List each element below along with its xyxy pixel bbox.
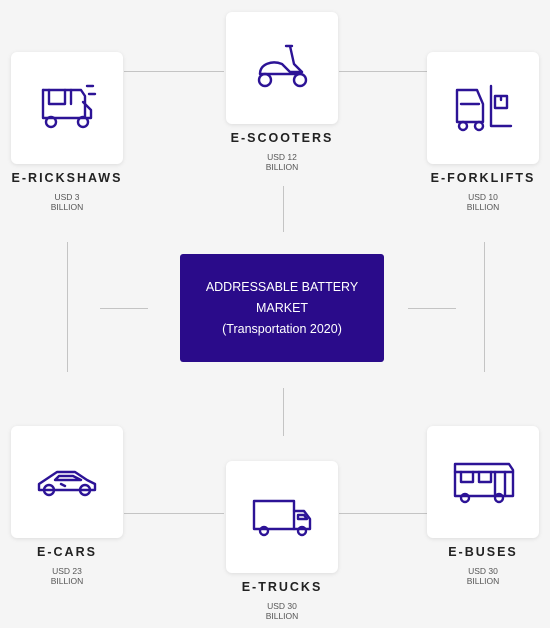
forklifts-value: USD 10 BILLION [466,192,500,212]
car-icon [37,470,97,497]
connector-line [283,388,284,436]
buses-name: E-BUSES [448,545,518,559]
scooters-card [226,12,338,124]
center-title-line1: ADDRESSABLE BATTERY [205,279,359,294]
connector-line [124,71,224,72]
forklifts-card [427,52,539,164]
connector-line [100,308,148,309]
connector-line [124,513,224,514]
connector-line [67,242,68,372]
scooters-name: E-SCOOTERS [230,131,334,145]
center-title-line3: (Transportation 2020) [222,321,342,336]
connector-line [408,308,456,309]
rickshaws-name: E-RICKSHAWS [11,171,123,185]
addressable-market-box: ADDRESSABLE BATTERY MARKET (Transportati… [180,254,384,362]
bus-icon [453,462,515,504]
trucks-name: E-TRUCKS [241,580,323,594]
trucks-value: USD 30 BILLION [265,601,299,621]
center-title-line2: MARKET [255,300,309,315]
connector-line [283,186,284,232]
buses-card [427,426,539,538]
connector-line [339,71,427,72]
connector-line [339,513,427,514]
buses-value: USD 30 BILLION [466,566,500,586]
forklifts-name: E-FORKLIFTS [430,171,536,185]
truck-icon [252,499,312,537]
scooters-value: USD 12 BILLION [265,152,299,172]
trucks-card [226,461,338,573]
cars-value: USD 23 BILLION [50,566,84,586]
connector-line [484,242,485,372]
rickshaws-card [11,52,123,164]
rickshaws-value: USD 3 BILLION [50,192,84,212]
scooter-icon [257,44,308,88]
cars-name: E-CARS [37,545,97,559]
forklift-icon [455,84,513,132]
cars-card [11,426,123,538]
rickshaw-icon [41,84,97,129]
